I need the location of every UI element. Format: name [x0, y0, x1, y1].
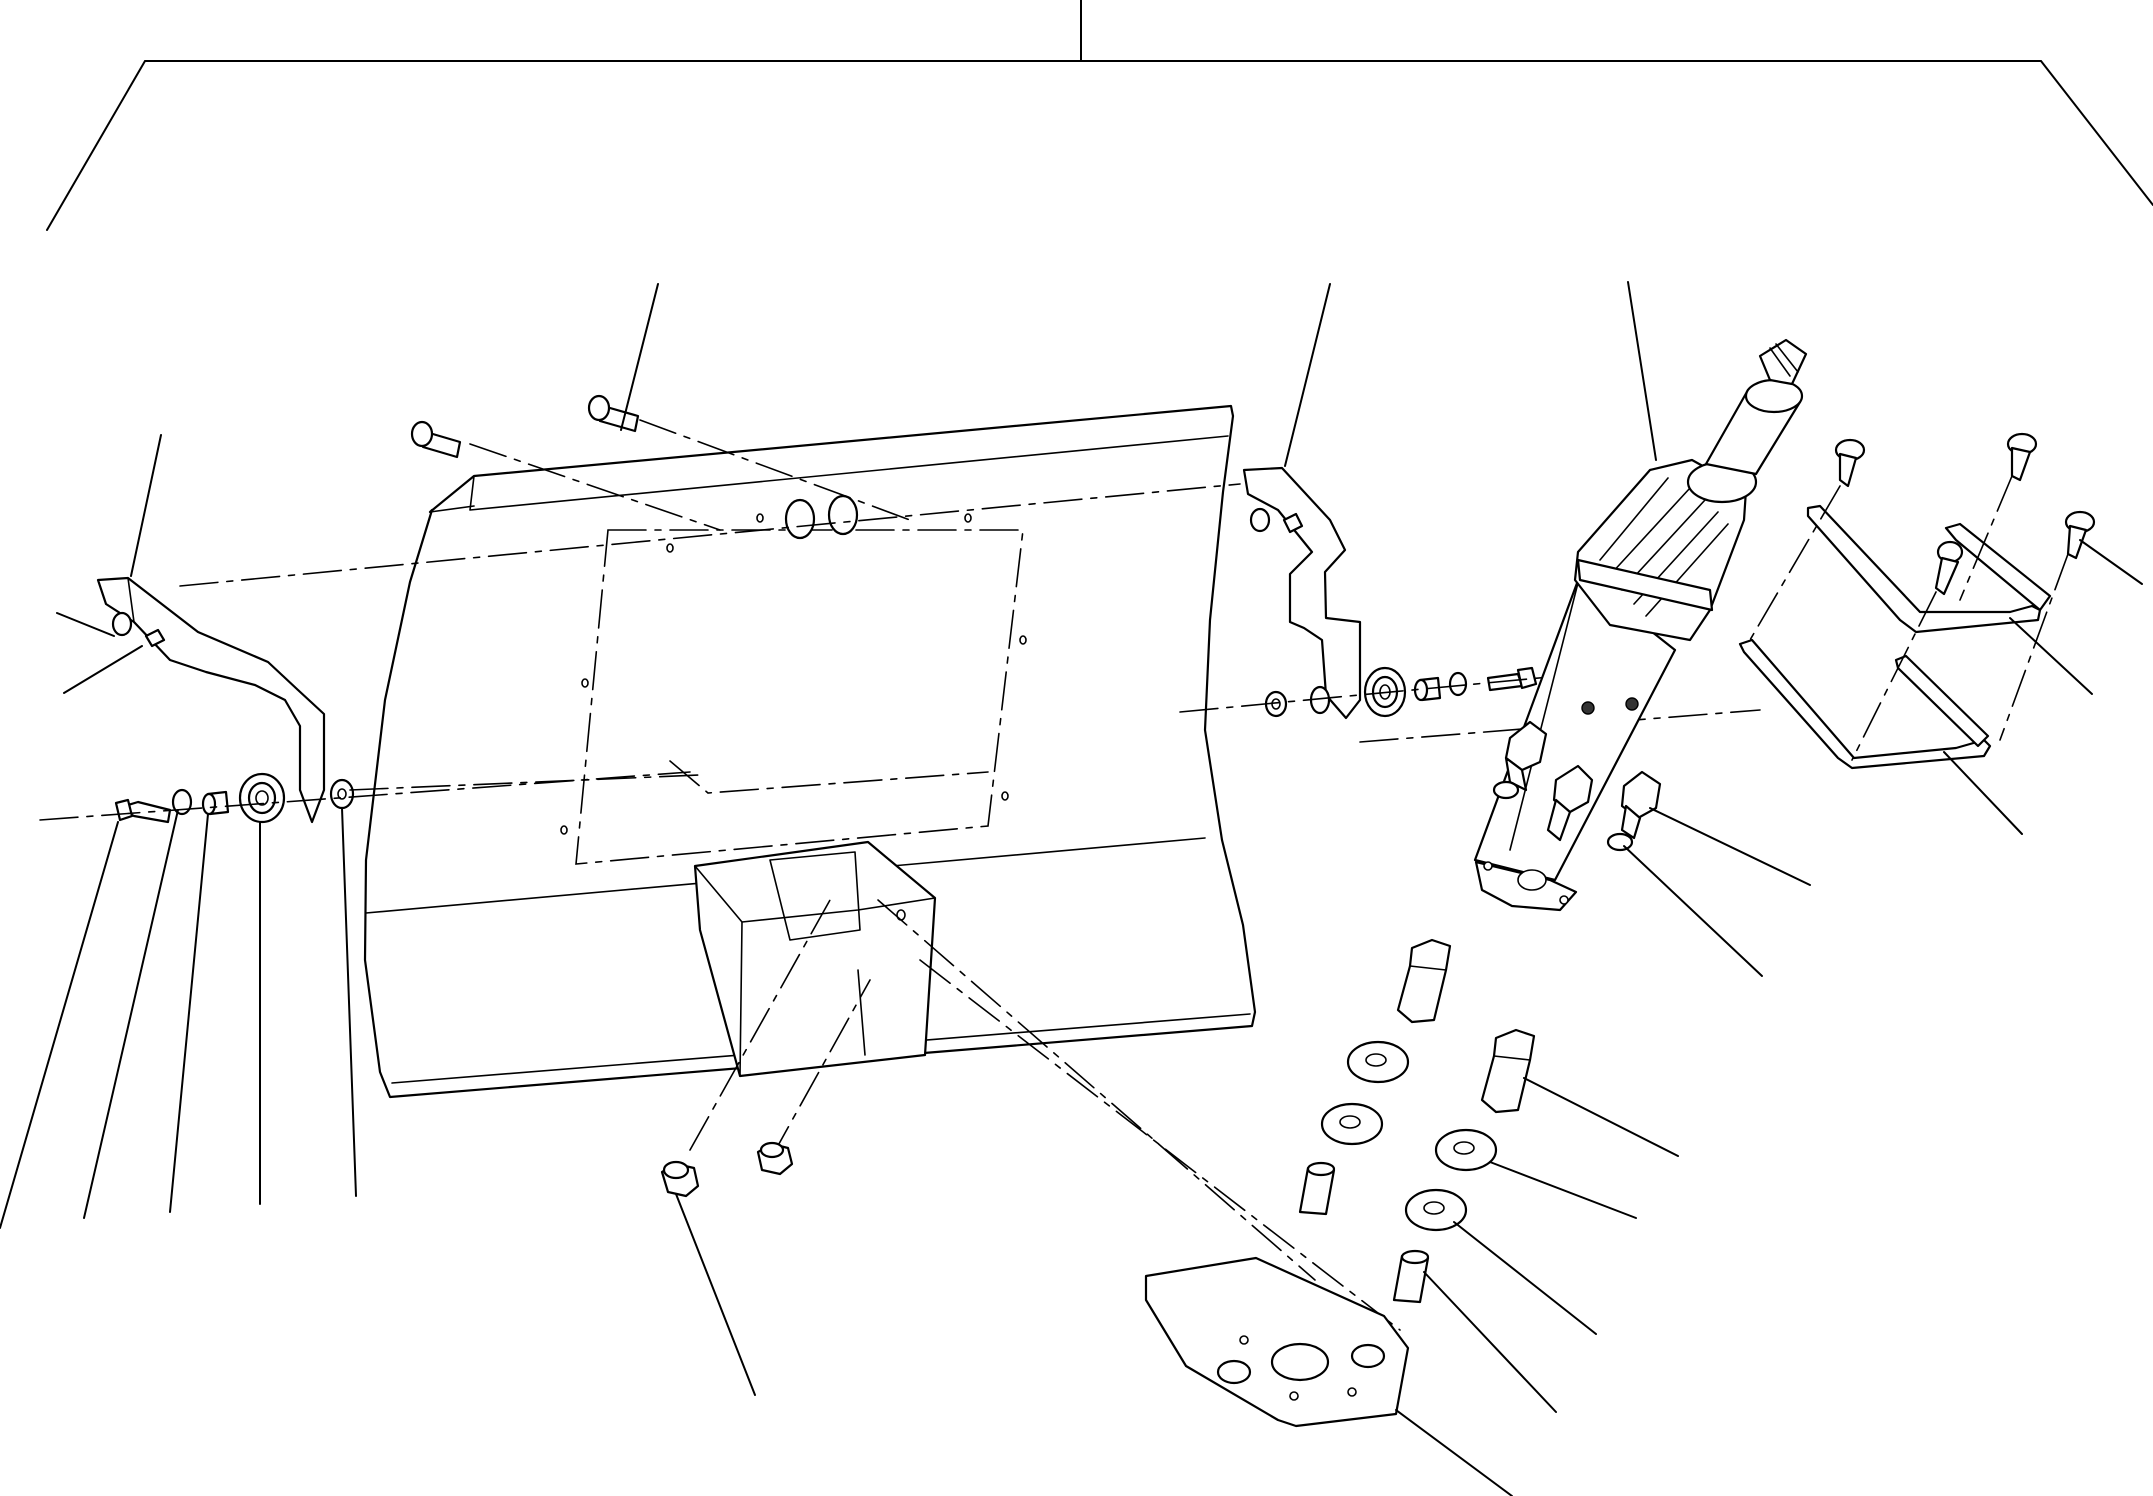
- left-washer-small: [171, 788, 193, 816]
- flange-washer-left: [1492, 780, 1520, 800]
- left-bushing: [238, 772, 286, 824]
- mounting-stud-left: [410, 420, 462, 459]
- flange-bolt-upper-mid: [1546, 764, 1594, 842]
- column-base-plate: [1144, 1256, 1410, 1428]
- left-washer-large: [329, 778, 355, 810]
- thick-washer-2: [1320, 1102, 1384, 1146]
- left-spacer: [201, 790, 230, 816]
- lock-nut-rear: [756, 1141, 794, 1176]
- left-mounting-bracket: [96, 576, 326, 824]
- center-console-housing: [693, 840, 937, 1078]
- lower-bolt-right: [1480, 1028, 1536, 1114]
- right-mounting-bracket: [1242, 466, 1362, 720]
- assembly-bracket-lines: [46, 0, 2153, 231]
- right-washer-small: [1448, 671, 1468, 697]
- thick-washer-1: [1346, 1040, 1410, 1084]
- retainer-bracket-upper: [1806, 504, 2052, 634]
- retainer-pin-1: [1834, 438, 1866, 488]
- callout-leaders: [0, 281, 2143, 1496]
- steering-boot: [1573, 458, 1758, 642]
- sleeve-right: [1392, 1249, 1430, 1304]
- mounting-stud-right: [587, 394, 640, 433]
- retainer-pin-3: [1934, 540, 1964, 596]
- retainer-pin-2: [2006, 432, 2038, 482]
- retainer-centerlines: [1749, 475, 2069, 761]
- left-bolt: [114, 798, 172, 824]
- retainer-pin-4: [2064, 510, 2096, 560]
- lower-bolt-left: [1396, 938, 1452, 1024]
- thick-washer-3: [1434, 1128, 1498, 1172]
- steering-column: [1473, 573, 1677, 912]
- thick-washer-4: [1404, 1188, 1468, 1232]
- right-bolt: [1486, 666, 1538, 692]
- retainer-bracket-lower: [1738, 638, 1992, 770]
- flange-bolt-upper-right: [1620, 770, 1662, 840]
- flange-washer-right: [1606, 832, 1634, 852]
- steering-shaft: [1704, 338, 1808, 476]
- sleeve-left: [1298, 1161, 1336, 1216]
- lock-nut-front: [660, 1160, 700, 1198]
